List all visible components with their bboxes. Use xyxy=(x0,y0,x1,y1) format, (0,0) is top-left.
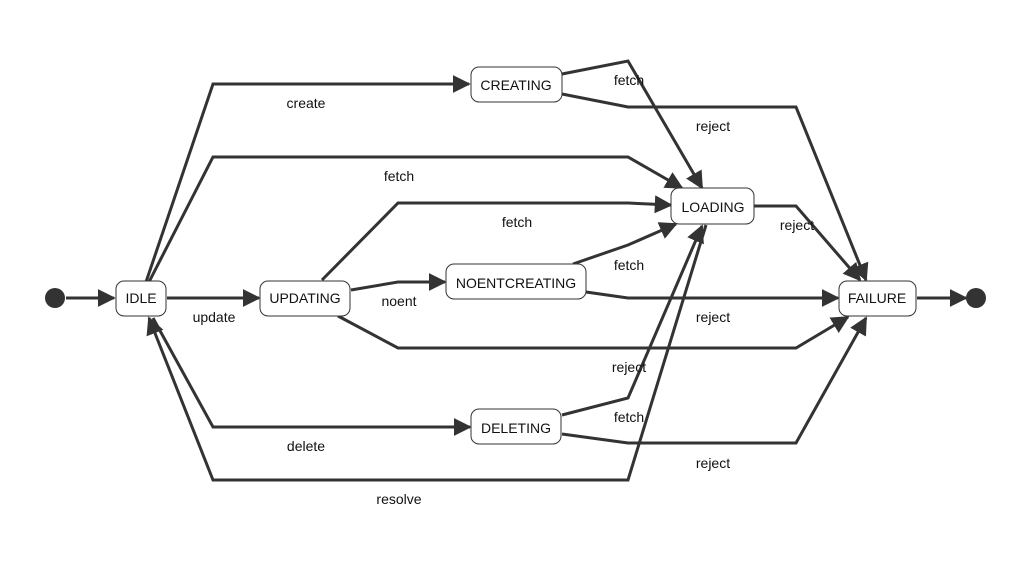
label-noentcreating-failure: reject xyxy=(612,359,646,375)
label-loading-idle: resolve xyxy=(376,491,421,507)
label-deleting-failure: reject xyxy=(696,455,730,471)
state-failure: FAILURE xyxy=(838,280,917,317)
state-loading-label: LOADING xyxy=(681,199,744,215)
edge-updating-noentcreating xyxy=(350,273,447,292)
end-node xyxy=(966,288,986,308)
state-loading: LOADING xyxy=(670,187,755,225)
edge-noentcreating-failure xyxy=(585,289,840,307)
state-updating-label: UPDATING xyxy=(269,290,340,306)
edge-deleting-failure xyxy=(561,316,868,445)
state-updating: UPDATING xyxy=(259,280,351,317)
edge-idle-loading xyxy=(147,155,684,283)
edge-creating-failure xyxy=(561,92,869,282)
label-idle-deleting: delete xyxy=(287,438,325,454)
edge-updating-loading xyxy=(320,195,673,282)
label-noentcreating-loading: fetch xyxy=(614,257,644,273)
state-deleting: DELETING xyxy=(470,408,562,445)
label-idle-loading: fetch xyxy=(384,168,414,184)
label-creating-failure: reject xyxy=(696,118,730,134)
state-failure-label: FAILURE xyxy=(848,290,906,306)
state-creating-label: CREATING xyxy=(480,77,551,93)
state-creating: CREATING xyxy=(470,66,563,103)
label-creating-loading: fetch xyxy=(614,72,644,88)
label-updating-loading: fetch xyxy=(502,214,532,230)
label-idle-updating: update xyxy=(193,309,236,325)
label-idle-creating: create xyxy=(287,95,326,111)
label-loading-failure: reject xyxy=(780,217,814,233)
label-deleting-loading: fetch xyxy=(614,409,644,425)
state-deleting-label: DELETING xyxy=(481,420,551,436)
edge-updating-failure xyxy=(337,314,850,350)
edge-loading-failure xyxy=(754,204,862,282)
start-node xyxy=(45,288,65,308)
edge-creating-loading xyxy=(561,59,704,190)
state-idle: IDLE xyxy=(115,280,167,317)
label-updating-failure: reject xyxy=(696,309,730,325)
edge-idle-deleting xyxy=(151,317,472,436)
state-idle-label: IDLE xyxy=(125,290,156,306)
state-noentcreating-label: NOENTCREATING xyxy=(456,275,576,291)
edge-noentcreating-loading xyxy=(572,222,678,266)
edge-deleting-loading xyxy=(561,224,704,417)
edge-loading-idle xyxy=(146,224,708,482)
edge-idle-creating xyxy=(144,75,471,283)
label-updating-noentcreating: noent xyxy=(381,293,416,309)
state-noentcreating: NOENTCREATING xyxy=(445,263,587,300)
